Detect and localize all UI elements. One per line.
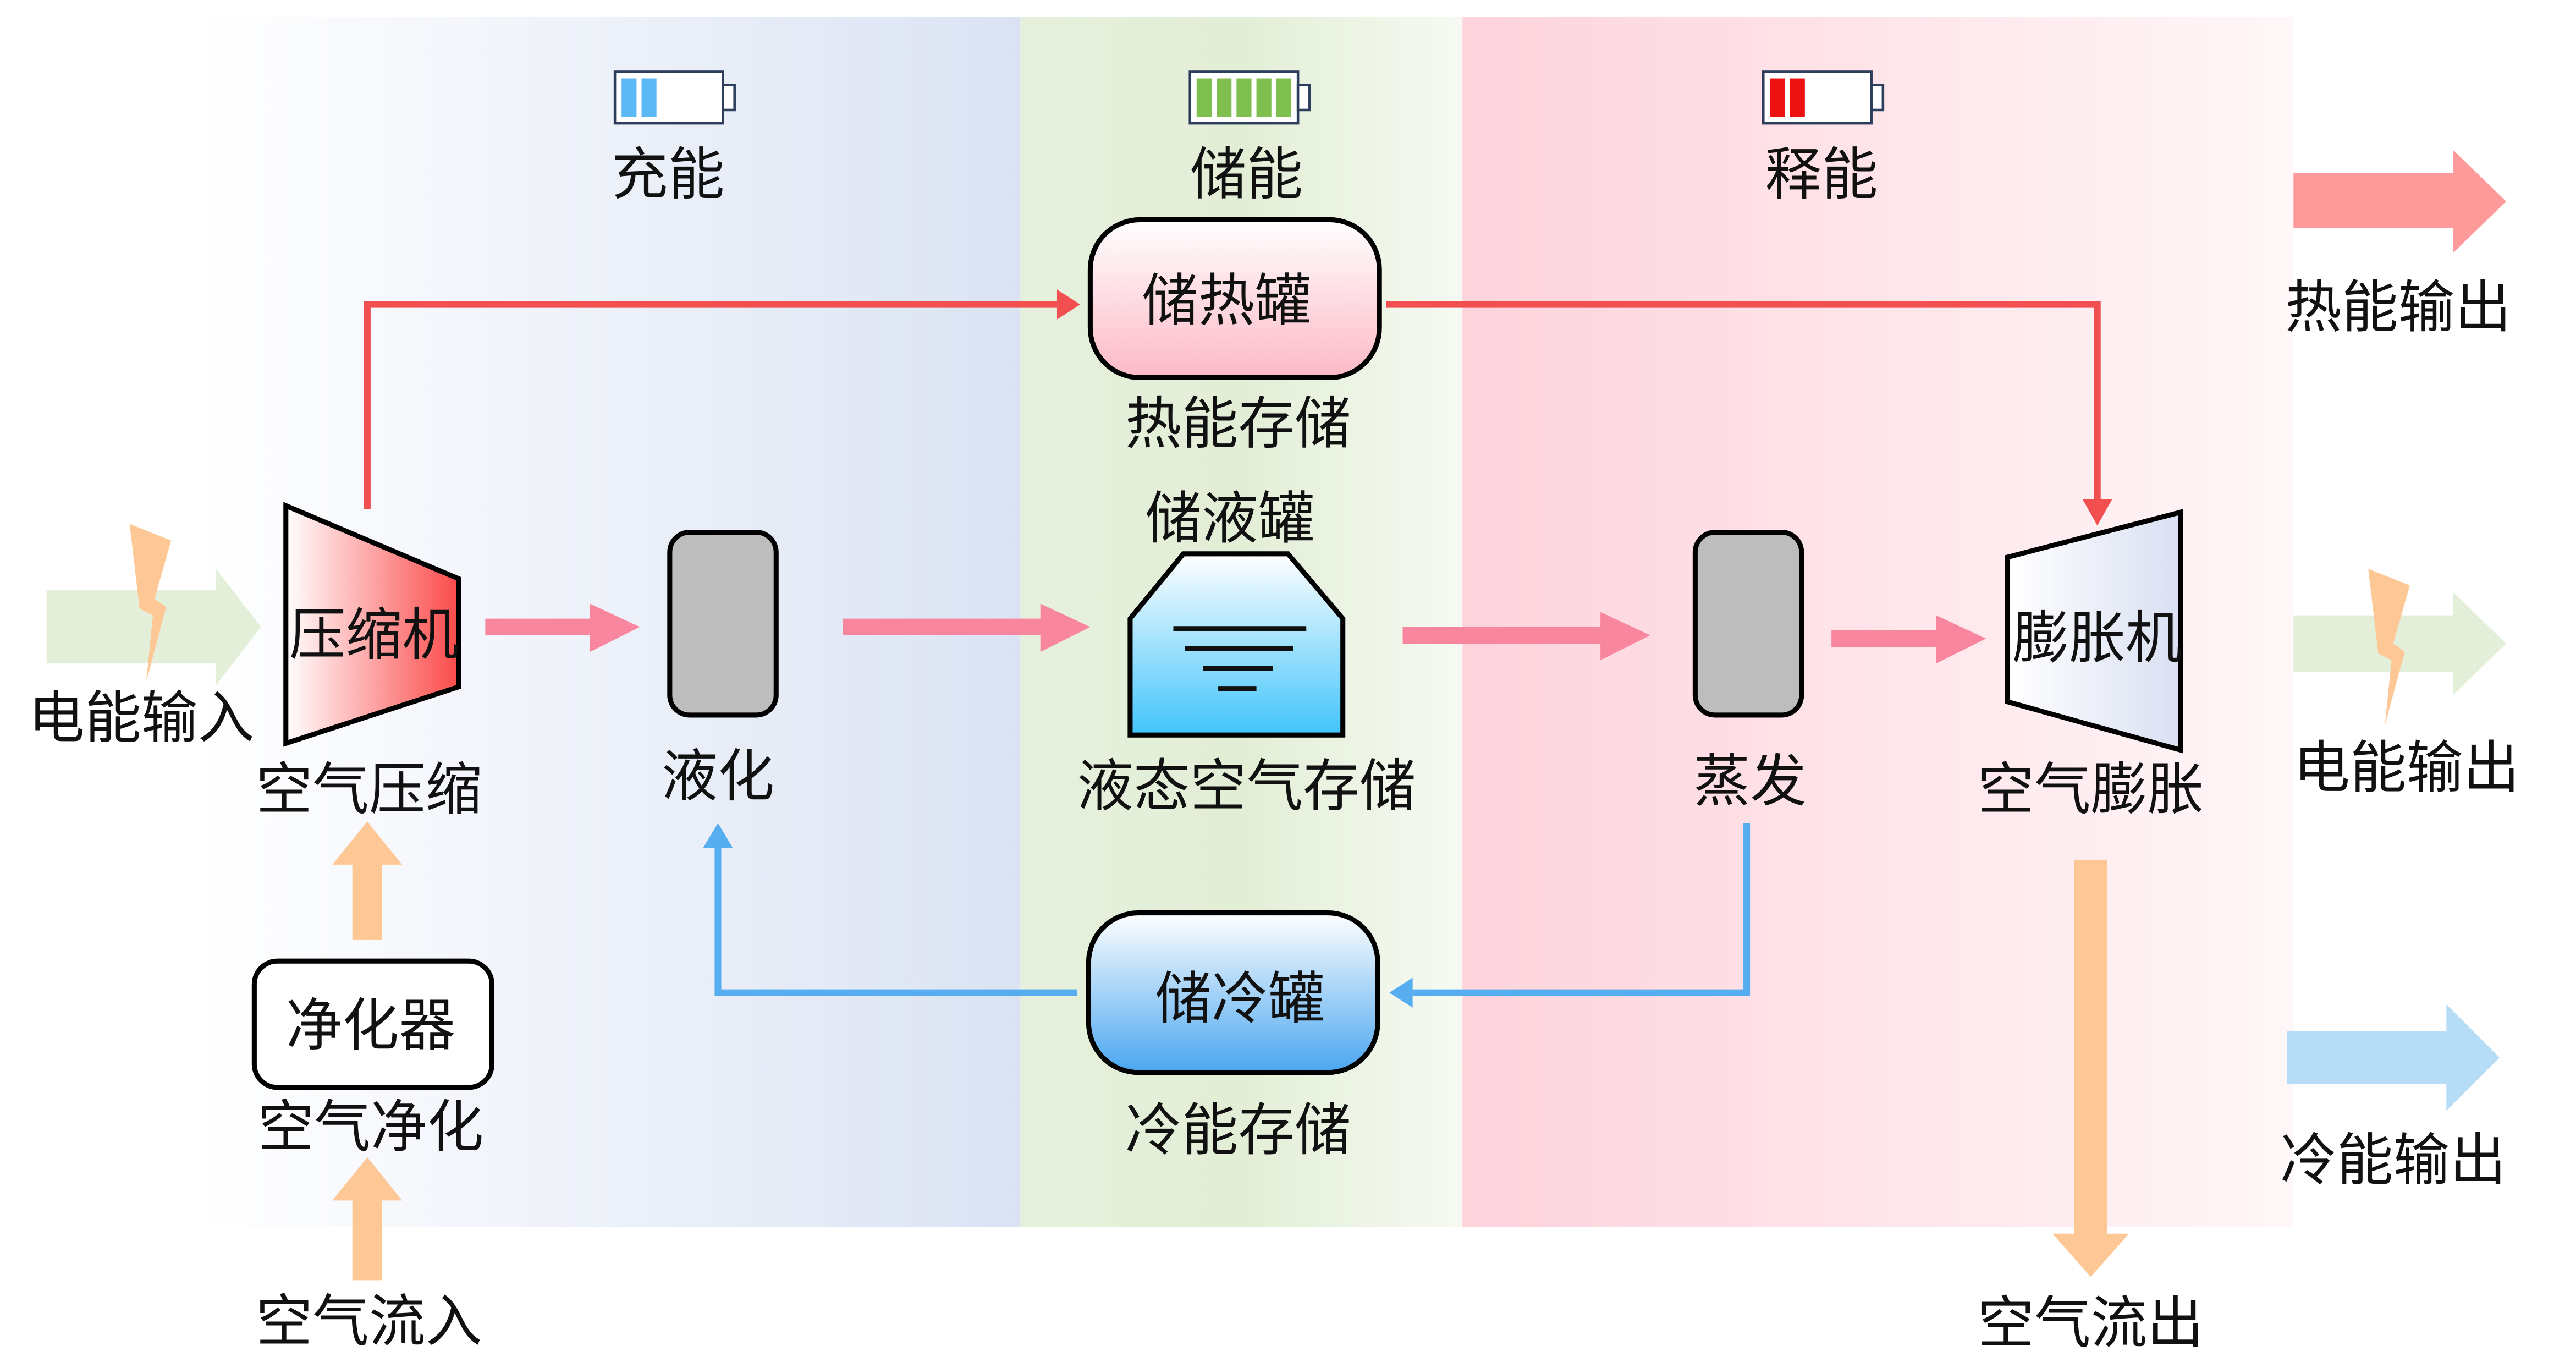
evaporation-caption: 蒸发 [1693,749,1806,814]
liquefaction-caption: 液化 [662,744,774,809]
battery-cell [641,78,657,117]
liquefier [667,530,779,718]
cold-output-label: 冷能输出 [2280,1128,2506,1193]
phase-label-discharge: 释能 [1765,142,1878,207]
air-outflow-label: 空气流出 [1978,1290,2204,1356]
purifier-label: 净化器 [286,993,455,1059]
cold-flow-line [714,823,1751,996]
battery-icon-discharge [1762,70,1885,125]
heat-storage-tank [1087,217,1382,381]
battery-cell [1217,78,1232,117]
phase-label-store: 储能 [1190,142,1303,207]
air-outflow-arrow [2052,859,2129,1277]
air-process-arrows [485,603,1986,664]
lightning-icon [2368,569,2410,726]
evaporator [1692,530,1804,718]
lightning-icon [129,524,172,682]
phase-label-charge: 充能 [612,142,724,207]
heat-output-label: 热能输出 [2285,275,2511,340]
purification-caption: 空气净化 [257,1095,483,1160]
compressor-label: 压缩机 [289,602,459,668]
liquid-air-tank [1127,551,1346,738]
air-inflow-arrow [332,1157,403,1281]
electric-output-arrow [2293,592,2507,695]
battery-cell [1236,78,1252,117]
expander [2005,509,2183,754]
arrow-head-icon [1389,977,1413,1008]
purifier [251,958,495,1090]
battery-icon-charge [613,70,736,125]
arrow-head-icon [2082,499,2112,526]
electric-input-label: 电能输入 [28,685,254,751]
heat-storage-caption: 热能存储 [1125,392,1351,457]
battery-cell [1770,78,1785,117]
cold-storage-tank [1086,910,1380,1075]
cold-tank-label: 储冷罐 [1155,966,1324,1032]
arrow-head-icon [703,823,733,848]
compression-caption: 空气压缩 [256,757,482,822]
cold-output-arrow [2287,1004,2500,1111]
expander-label: 膨胀机 [2013,606,2182,671]
liquid-tank-label: 储液罐 [1145,486,1314,552]
compressor [283,502,461,747]
battery-cell [621,78,637,117]
arrow-head-icon [1056,289,1081,320]
heat-tank-label: 储热罐 [1142,268,1311,334]
battery-icon-store [1188,70,1311,125]
liquid-storage-caption: 液态空气存储 [1077,754,1416,819]
liquid-level-icon [1173,626,1307,691]
expansion-caption: 空气膨胀 [1978,757,2204,822]
battery-cell [1790,78,1805,117]
air-flow-arrow [332,821,403,940]
heat-output-arrow [2293,150,2507,253]
electric-output-label: 电能输出 [2293,735,2519,801]
air-inflow-label: 空气流入 [256,1289,482,1354]
battery-cell [1276,78,1292,117]
heat-flow-line [364,301,2101,509]
battery-cell [1196,78,1212,117]
cold-storage-caption: 冷能存储 [1125,1098,1351,1163]
battery-cell [1256,78,1272,117]
